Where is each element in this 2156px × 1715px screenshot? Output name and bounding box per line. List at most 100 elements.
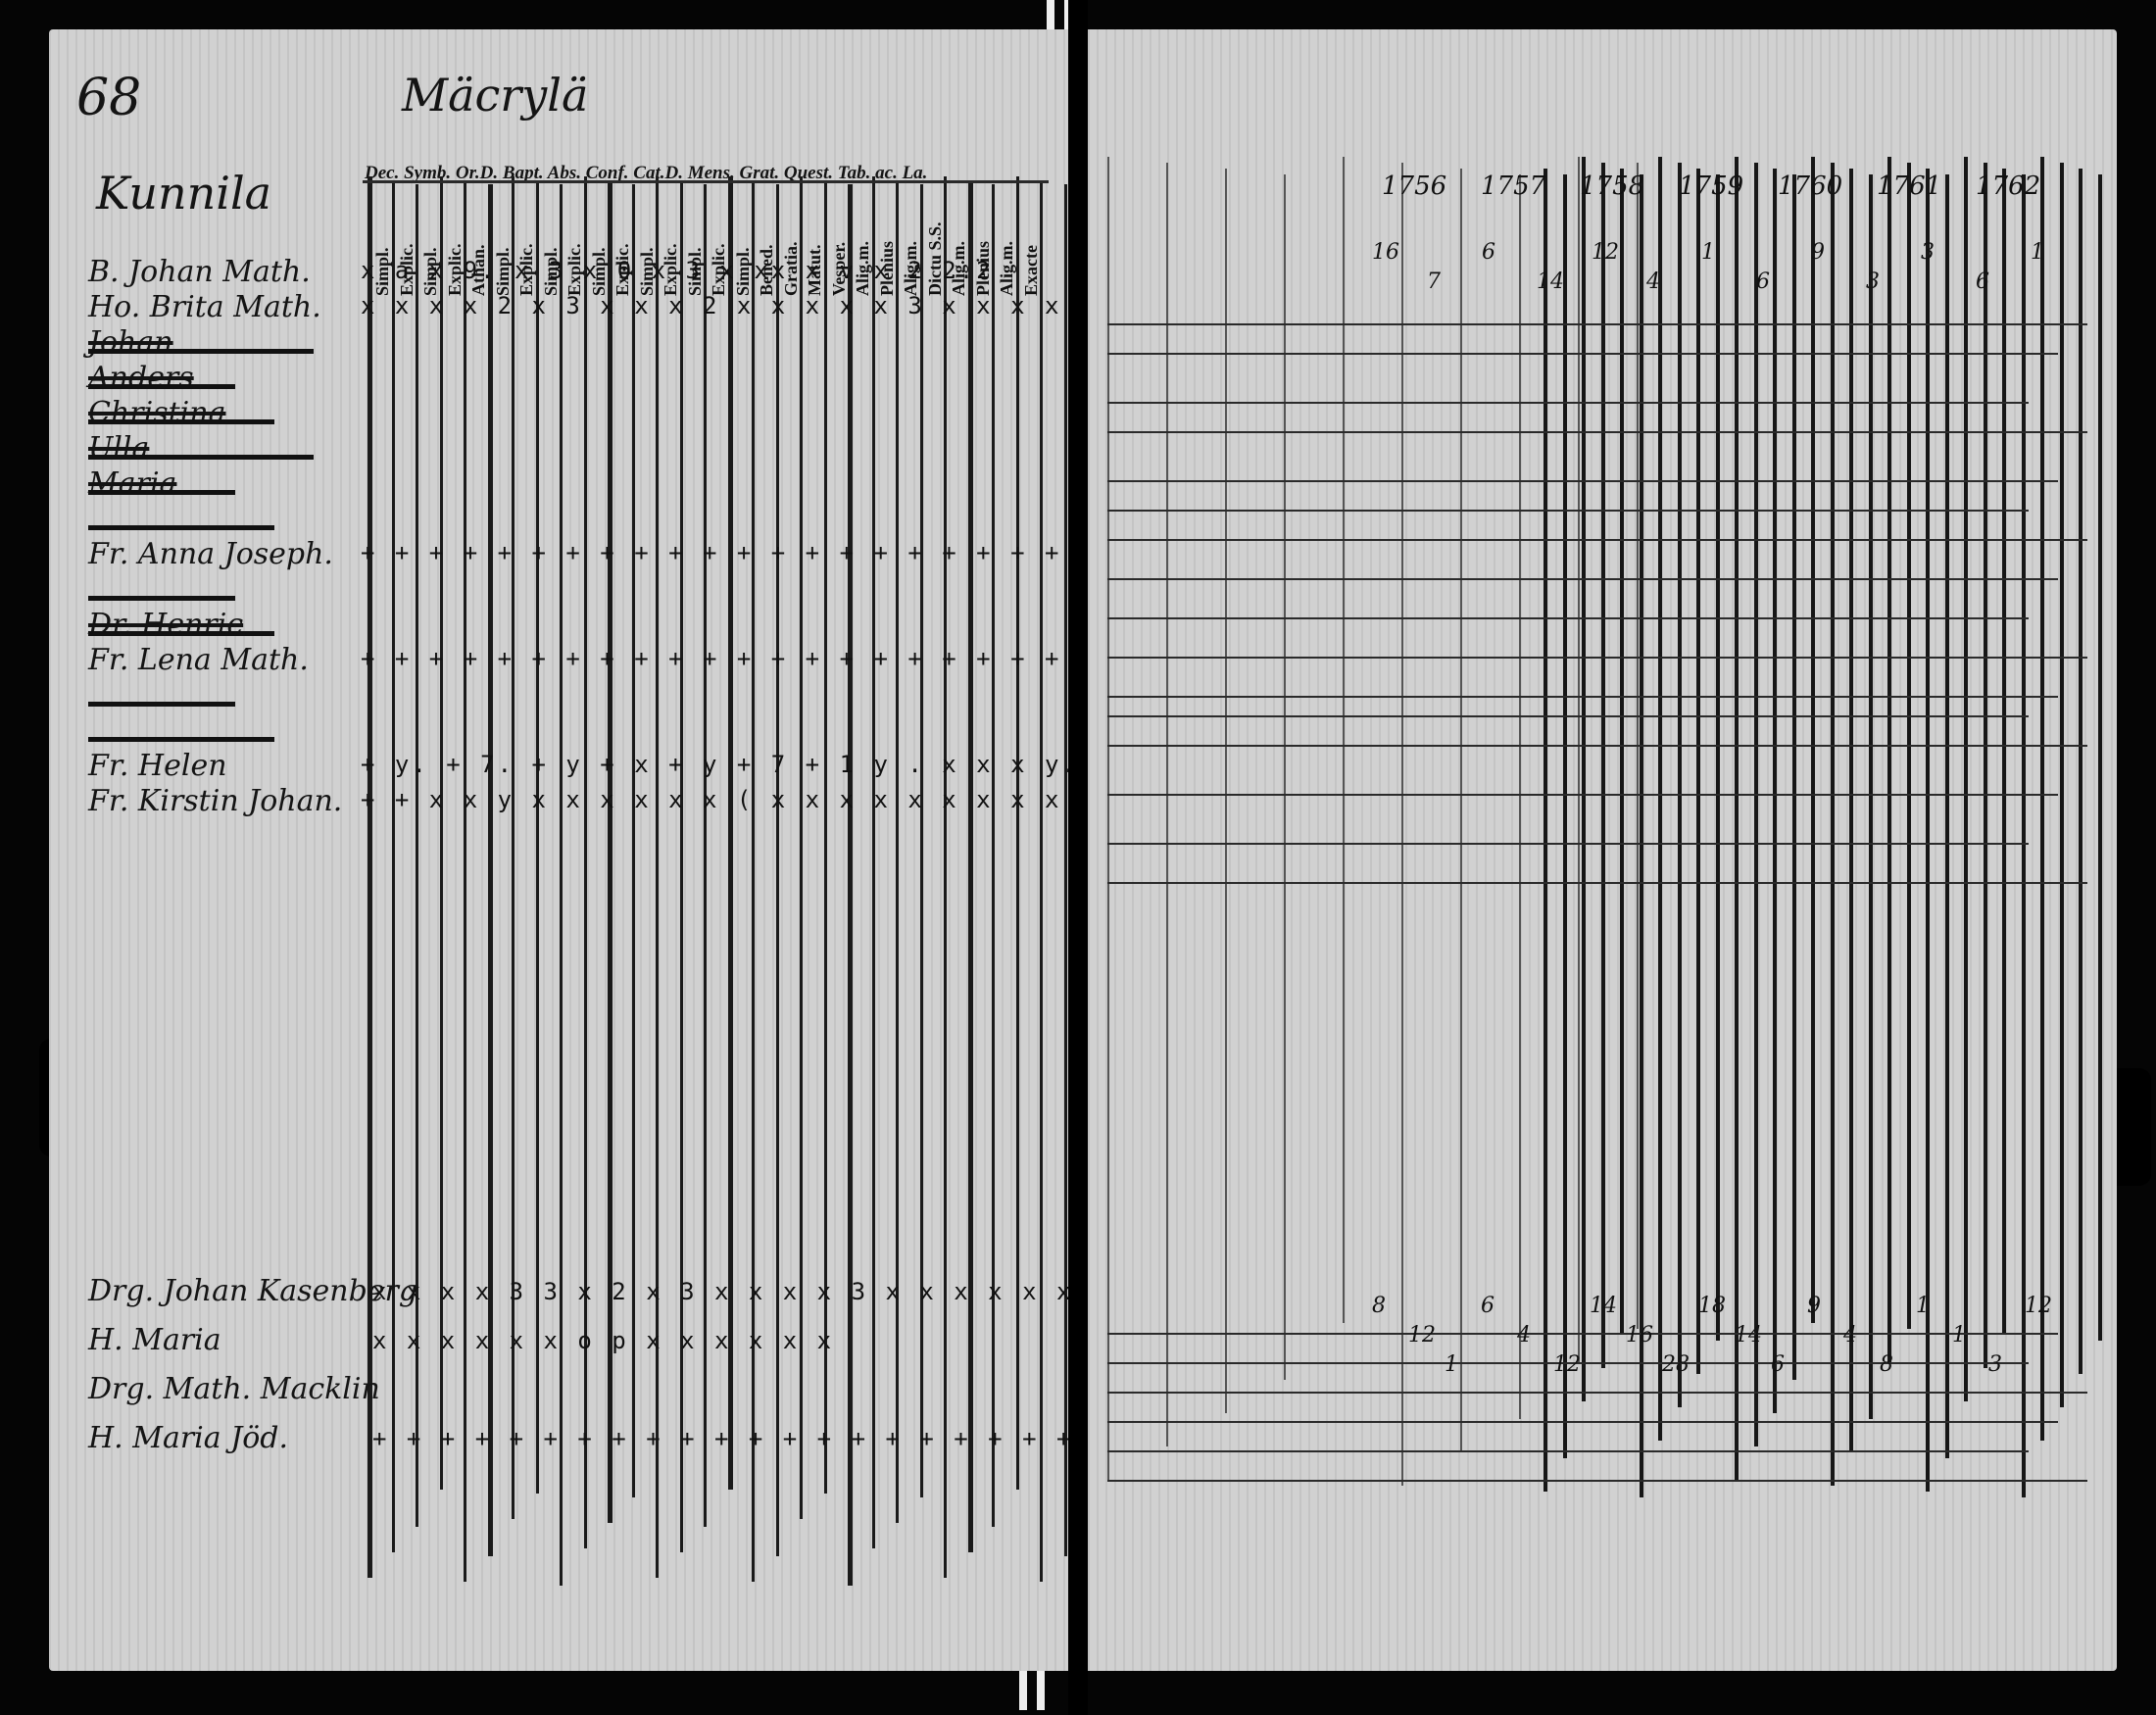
person-marks: x x x x 2 x 3 x x x 2 x x x x x 3 x x x … [361,292,1068,319]
binding-tick-bottom-right [1037,1671,1045,1710]
ruled-column-line [896,180,899,1523]
ruled-row-line [1107,794,2058,796]
tally-number: 8 [1880,1352,1893,1377]
ruled-row-line [1107,480,2058,482]
tally-number: 1 [1445,1352,1458,1377]
tally-number: 1 [2031,240,2044,265]
ruled-column-line [2097,174,2102,1341]
strike-through-line [88,490,235,495]
tally-number: 6 [1771,1352,1785,1377]
ruled-column-line [1578,157,1580,1362]
ruled-column-line [1658,157,1662,1441]
year-header: 1759 [1679,172,1744,201]
ruled-column-line [1753,163,1758,1446]
person-marks: x x x x x x o p x x x x x x [372,1327,835,1354]
tally-number: 28 [1662,1352,1690,1377]
strike-through-line [88,631,274,636]
tally-number: 1 [1952,1323,1966,1348]
ruled-column-line [1562,174,1567,1458]
year-header: 1760 [1778,172,1843,201]
ruled-row-line [1107,539,2087,541]
tally-number: 6 [1482,240,1495,265]
ruled-column-line [871,176,875,1548]
person-name: Maria [88,466,177,501]
person-marks: + y. + 7. + y + x + y + 7 + 1 y . x x x … [361,751,1068,778]
ruled-column-line [487,184,493,1556]
ruled-row-line [1107,843,2029,845]
person-name: Drg. Math. Macklin [88,1372,380,1406]
ruled-column-line [1677,163,1682,1407]
ruled-column-line [1639,174,1643,1497]
ruled-column-line [1015,176,1019,1490]
person-name: Ulla [88,431,150,466]
ruled-column-line [1620,169,1624,1335]
tally-number: 4 [1517,1323,1531,1348]
strike-through-line [88,737,274,742]
ruled-column-line [1460,169,1462,1452]
tally-number: 3 [1921,240,1935,265]
person-name: Johan [88,325,173,360]
village-name: Kunnila [96,167,272,220]
farm-name: Mäcrylä [402,69,589,122]
ruled-column-line [1166,163,1168,1446]
ruled-column-line [752,180,755,1582]
tally-number: 1 [1916,1294,1930,1318]
ruled-column-line [1983,163,1987,1368]
tally-number: 14 [1735,1323,1762,1348]
strike-through-line [88,455,314,460]
ruled-column-line [439,176,443,1490]
ruled-column-line [1225,169,1227,1413]
year-header: 1756 [1382,172,1447,201]
tally-number: 1 [1701,240,1715,265]
year-header: 1762 [1976,172,2041,201]
ruled-column-line [848,184,853,1586]
strike-through-line [88,384,235,389]
tally-number: 3 [1866,270,1880,294]
ruled-column-line [583,176,587,1548]
tally-number: 6 [1756,270,1770,294]
ruled-column-line [679,180,683,1552]
ruled-column-line [1401,163,1403,1486]
tally-number: 7 [1427,270,1441,294]
ruled-column-line [775,184,779,1556]
ruled-column-line [1343,157,1345,1323]
ruled-row-line [1107,323,2087,325]
ruled-column-line [656,176,659,1578]
ruled-column-line [1773,169,1777,1413]
ruled-column-line [1063,184,1067,1556]
book-gutter [1068,0,1088,1715]
strike-through-line [88,596,235,601]
ruled-row-line [1107,431,2087,433]
tally-number: 4 [1843,1323,1857,1348]
ruled-column-line [2002,169,2006,1335]
year-header: 1758 [1580,172,1645,201]
ruled-column-line [512,176,514,1519]
ruled-column-line [1696,169,1700,1374]
tally-number: 12 [1408,1323,1436,1348]
year-header: 1761 [1877,172,1942,201]
ruled-column-line [919,184,923,1497]
ruled-row-line [1107,1392,2087,1394]
person-marks: x x x x 3 3 x 2 x 3 x x x x 3 x x x x x … [372,1278,1068,1305]
ruled-column-line [967,180,973,1552]
tally-number: 9 [1811,240,1825,265]
ruled-column-line [464,180,466,1582]
ruled-column-line [391,180,395,1552]
ruled-column-line [1715,174,1720,1341]
tally-number: 4 [1646,270,1660,294]
tally-number: 18 [1698,1294,1726,1318]
ruled-column-line [1887,157,1891,1362]
person-marks: + + + + + + + + + + + + + + + + + + + + … [372,1425,1068,1452]
tally-number: 12 [1553,1352,1581,1377]
ruled-column-line [631,184,635,1497]
ruled-column-line [1791,174,1796,1380]
ruled-column-line [1811,157,1815,1323]
ruled-column-line [608,180,612,1523]
person-name: Drg. Johan Kasenberg [88,1274,418,1308]
tally-number: 16 [1372,240,1399,265]
ruled-column-line [1107,157,1109,1480]
ruled-column-line [1040,180,1043,1582]
ruled-row-line [1107,617,2029,619]
